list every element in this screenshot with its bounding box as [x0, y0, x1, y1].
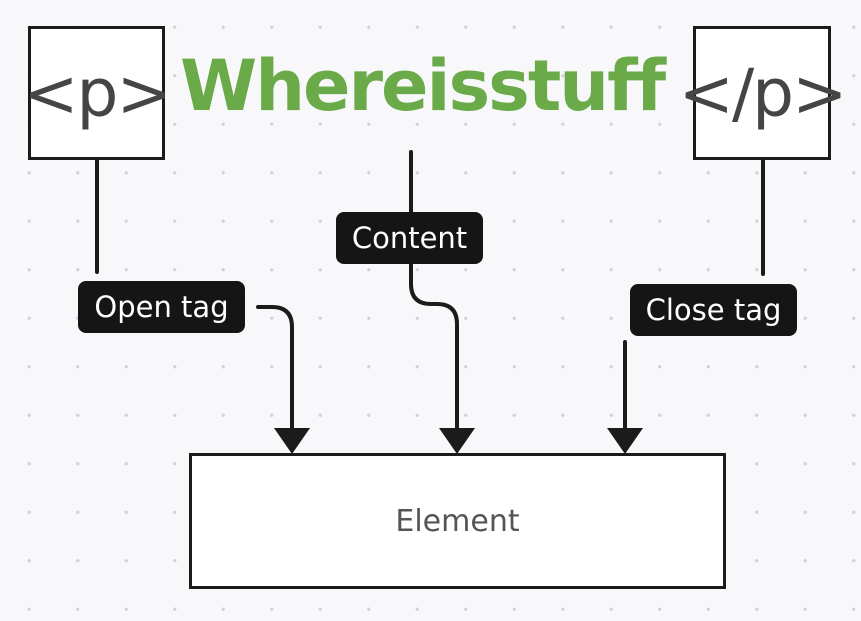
open-tag-symbol: <p>	[23, 54, 171, 132]
content-arrowhead	[439, 428, 475, 454]
content-label: Content	[336, 212, 483, 264]
close-tag-label: Close tag	[630, 284, 797, 336]
content-text: Whereisstuff	[179, 45, 666, 127]
content-connector	[409, 262, 459, 430]
open-tag-connector	[256, 305, 294, 430]
open-tag-label: Open tag	[78, 281, 245, 333]
element-box: Element	[189, 453, 726, 589]
element-label: Element	[395, 503, 520, 539]
close-tag-box: </p>	[679, 26, 847, 160]
close-tag-symbol: </p>	[678, 54, 848, 132]
open-tag-box: <p>	[23, 26, 172, 160]
open-tag-arrowhead	[274, 428, 310, 454]
close-tag-arrowhead	[607, 428, 643, 454]
